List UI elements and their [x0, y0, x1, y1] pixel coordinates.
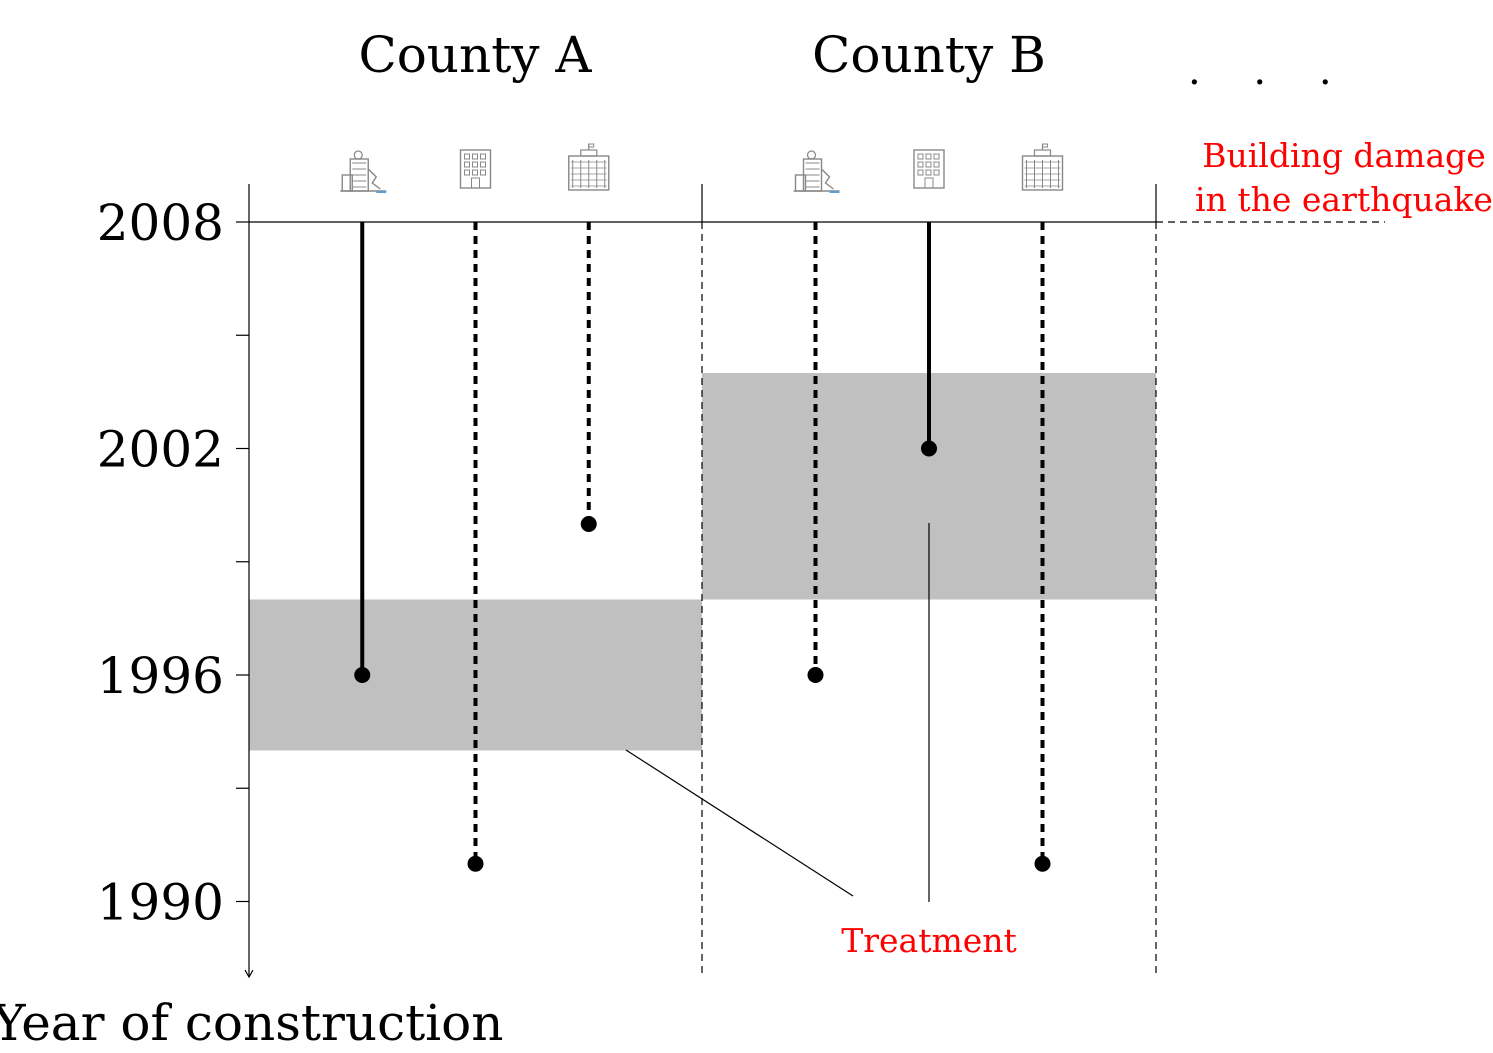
y-ticks: 2008 2002 1996 1990 — [97, 194, 249, 932]
construction-year-dot — [921, 440, 937, 457]
construction-year-dot — [580, 516, 597, 532]
event-label-line2: in the earthquake — [1195, 180, 1493, 219]
construction-year-dot — [467, 855, 484, 872]
construction-year-dot — [354, 667, 371, 683]
y-tick-label: 1996 — [97, 647, 224, 705]
event-label-line1: Building damage — [1202, 136, 1486, 175]
y-axis-title: Year of construction — [0, 994, 503, 1048]
y-tick-label: 2008 — [97, 194, 224, 252]
more-counties-ellipsis: . . . — [1188, 48, 1352, 94]
treatment-pointer-a — [625, 749, 854, 897]
building-icons — [340, 143, 1064, 193]
y-axis-arrow — [244, 969, 254, 979]
treatment-label: Treatment — [841, 921, 1017, 960]
building-damaged-icon — [793, 150, 840, 193]
building-lowrise-icon — [459, 149, 492, 189]
building-highrise-icon — [1021, 143, 1064, 191]
construction-year-dot — [1034, 855, 1051, 872]
building-highrise-icon — [568, 143, 610, 191]
building-lowrise-icon — [913, 149, 945, 189]
building-damaged-icon — [340, 150, 387, 193]
construction-year-dot — [807, 667, 824, 683]
building-stems — [354, 222, 1051, 872]
county-b-label: County B — [812, 26, 1046, 84]
y-tick-label: 1990 — [97, 874, 224, 932]
county-a-label: County A — [358, 26, 592, 84]
y-tick-label: 2002 — [97, 421, 224, 479]
